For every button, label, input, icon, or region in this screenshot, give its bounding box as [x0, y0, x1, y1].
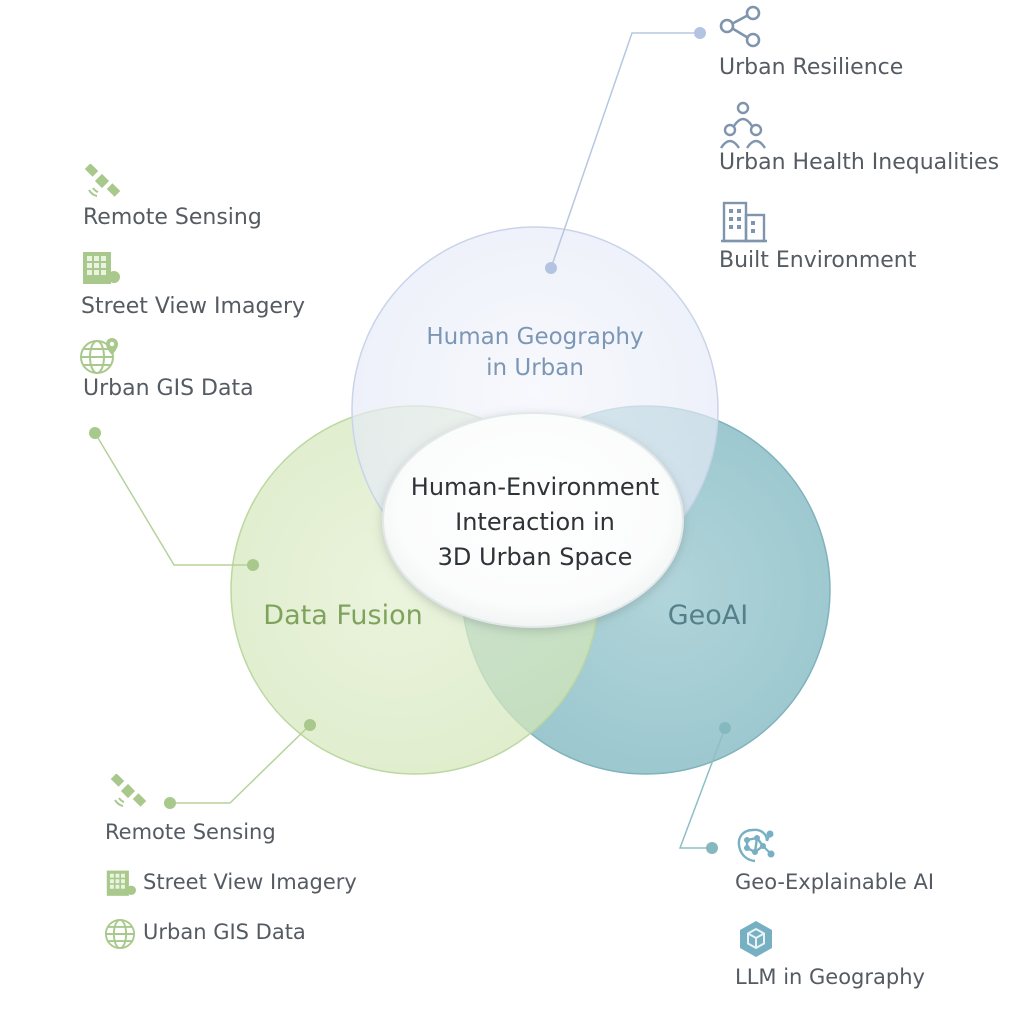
bottom-left-street-view-imagery-label: Street View Imagery [143, 870, 357, 894]
street-view-grid-icon [83, 252, 120, 284]
center-ellipse [382, 412, 684, 628]
street-view-grid-icon [106, 870, 136, 896]
built-environment-label: Built Environment [719, 248, 917, 273]
center-title: Human-Environment Interaction in 3D Urba… [410, 473, 660, 571]
geo-explainable-ai-label: Geo-Explainable AI [735, 870, 935, 894]
bottom-left-remote-sensing-label: Remote Sensing [105, 820, 276, 844]
human-geography-title: Human Geography in Urban [426, 324, 644, 382]
connector-bottom-right [678, 722, 731, 854]
network-share-icon [719, 5, 761, 48]
ai-brain-network-icon [737, 828, 775, 863]
people-group-icon [719, 101, 767, 149]
urban-resilience-label: Urban Resilience [719, 55, 904, 80]
satellite-icon [84, 164, 121, 197]
globe-pin-icon [80, 338, 118, 374]
building-icon [721, 201, 767, 243]
geoai-title: GeoAI [667, 600, 749, 631]
llm-in-geography-label: LLM in Geography [735, 965, 925, 989]
globe-icon [104, 918, 136, 950]
satellite-icon [110, 774, 147, 807]
top-left-urban-gis-data-label: Urban GIS Data [83, 376, 254, 401]
top-left-street-view-imagery-label: Street View Imagery [81, 294, 306, 319]
top-left-remote-sensing-label: Remote Sensing [83, 205, 262, 230]
urban-health-inequalities-label: Urban Health Inequalities [719, 150, 1000, 175]
connector-top-right [545, 27, 706, 274]
connector-bottom-left [164, 719, 316, 809]
cube-icon [740, 921, 772, 957]
data-fusion-title: Data Fusion [263, 600, 423, 631]
connector-top-left [89, 427, 259, 571]
bottom-left-urban-gis-data-label: Urban GIS Data [143, 920, 306, 944]
